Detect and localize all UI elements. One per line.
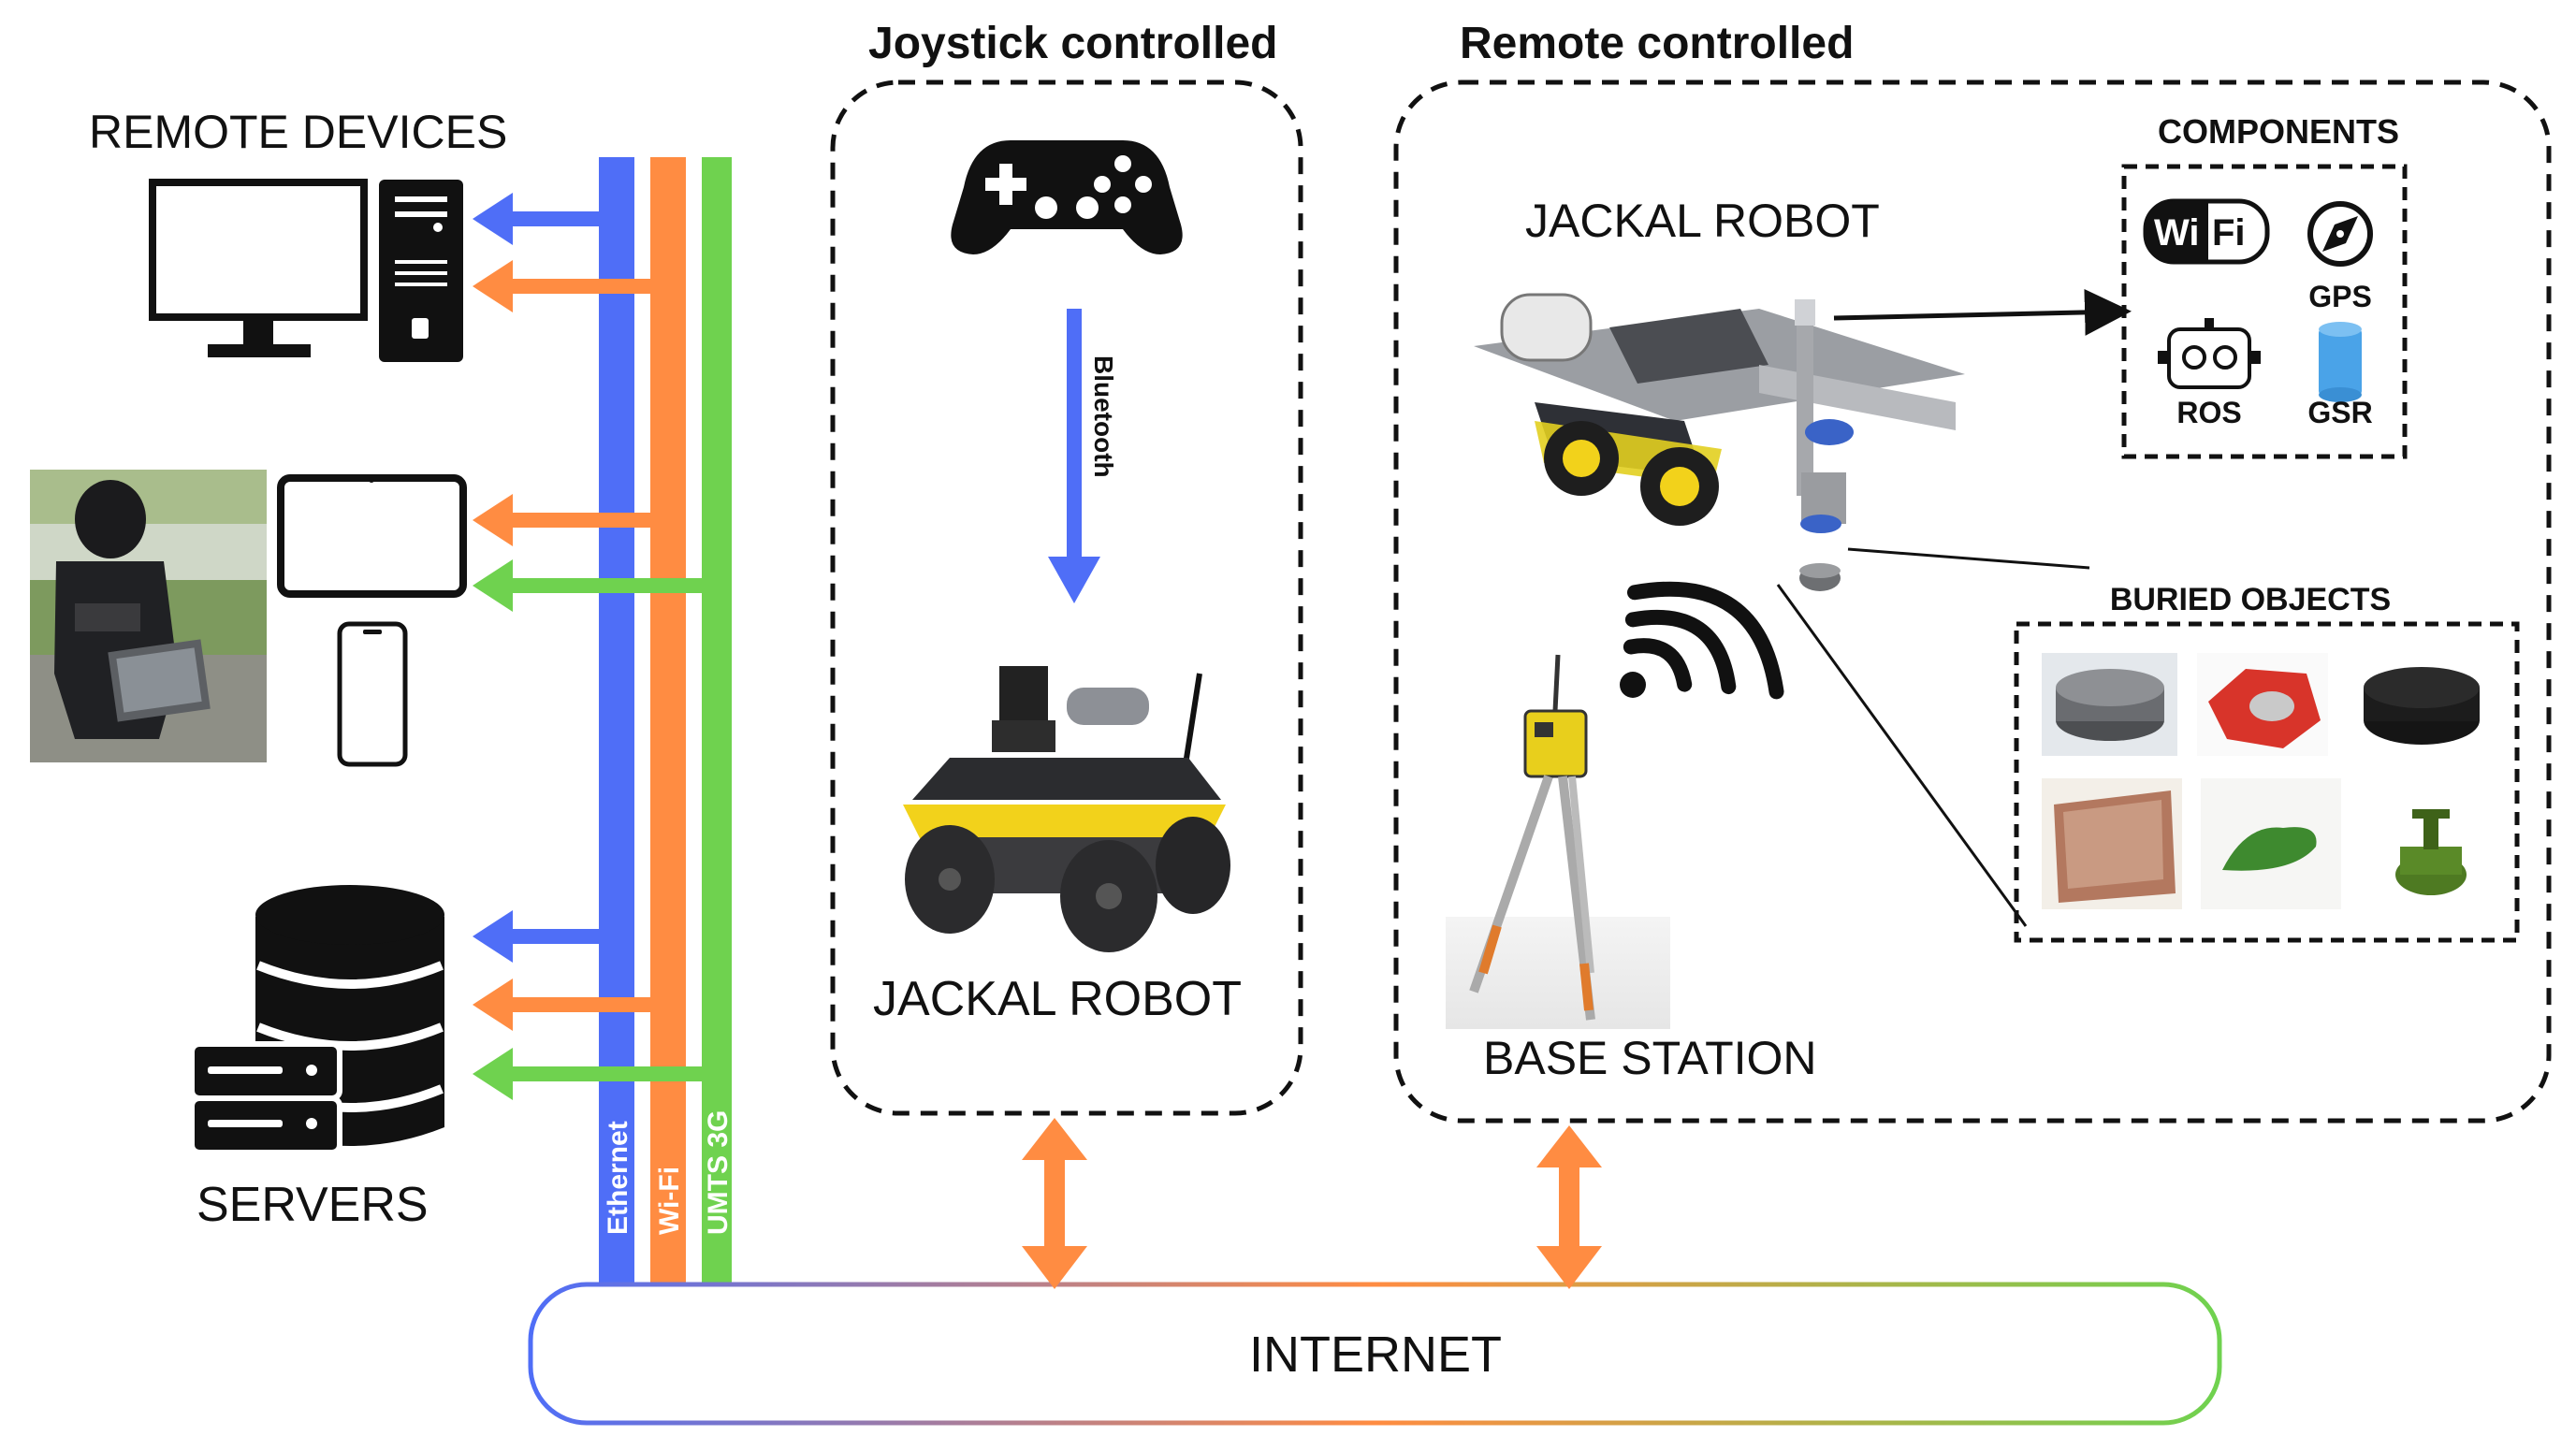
gps-label: GPS <box>2308 280 2372 313</box>
ros-label: ROS <box>2176 396 2241 429</box>
umts-bus <box>702 157 732 1284</box>
components-box <box>2121 164 2408 459</box>
buried-objects-box <box>2014 621 2520 943</box>
gamepad-icon <box>951 140 1183 254</box>
bus-arrows <box>473 193 702 1100</box>
wifi-bus-label: Wi-Fi <box>654 1167 685 1235</box>
remote-controlled-title: Remote controlled <box>1460 19 1854 68</box>
ethernet-bus <box>599 157 634 1284</box>
smartphone-icon <box>337 621 408 767</box>
buried-objects-title: BURIED OBJECTS <box>2110 582 2391 617</box>
internet-box <box>528 1282 2222 1426</box>
gsr-sensor-icon <box>2319 322 2362 402</box>
jackal-gsr-robot-image <box>1474 293 1965 533</box>
desktop-monitor-icon <box>149 179 368 357</box>
gsr-label: GSR <box>2307 396 2372 429</box>
base-station-label: BASE STATION <box>1483 1032 1817 1084</box>
joystick-controlled-title: Joystick controlled <box>868 19 1277 68</box>
internet-label: INTERNET <box>1249 1327 1502 1383</box>
server-rack-icon <box>189 1041 342 1155</box>
wifi-logo-wi: Wi <box>2154 212 2200 254</box>
remote-internet-link <box>1536 1125 1602 1289</box>
buried-object-crushed-can <box>2197 653 2328 756</box>
jackal-robot-image <box>903 666 1230 952</box>
bluetooth-label: Bluetooth <box>1089 355 1118 478</box>
wireless-signal-icon <box>1620 581 1784 700</box>
buried-object-black-mine <box>2349 653 2494 756</box>
wifi-logo: Wi Fi <box>2143 198 2270 265</box>
joystick-section-box <box>830 80 1303 1116</box>
wifi-bus <box>650 157 686 1284</box>
joystick-robot-label: JACKAL ROBOT <box>873 972 1242 1026</box>
buried-object-pointer <box>1776 547 2090 927</box>
umts-bus-label: UMTS 3G <box>703 1110 734 1235</box>
pc-tower-icon <box>379 180 463 362</box>
components-title: COMPONENTS <box>2158 112 2399 151</box>
base-station-image <box>1446 654 1670 1029</box>
remote-devices-label: REMOTE DEVICES <box>89 106 507 158</box>
network-buses <box>599 157 732 1284</box>
bluetooth-link-arrow <box>1048 309 1100 603</box>
joystick-internet-link <box>1022 1118 1087 1289</box>
components-arrow <box>1833 288 2132 336</box>
remote-robot-label: JACKAL ROBOT <box>1525 195 1880 247</box>
tablet-icon <box>277 474 467 598</box>
buried-object-clay-box <box>2042 778 2182 909</box>
buried-object-landmine-metal <box>2042 653 2177 756</box>
operator-photo <box>30 470 267 762</box>
ros-robot-icon <box>2158 318 2261 389</box>
wifi-logo-fi: Fi <box>2212 212 2246 254</box>
buried-object-green-fuze-mine <box>2360 778 2500 909</box>
ethernet-bus-label: Ethernet <box>603 1121 633 1235</box>
compass-icon <box>2307 201 2373 267</box>
buried-object-green-butterfly-mine <box>2201 778 2341 909</box>
servers-label: SERVERS <box>196 1178 429 1232</box>
remote-section-box <box>1393 80 2552 1124</box>
